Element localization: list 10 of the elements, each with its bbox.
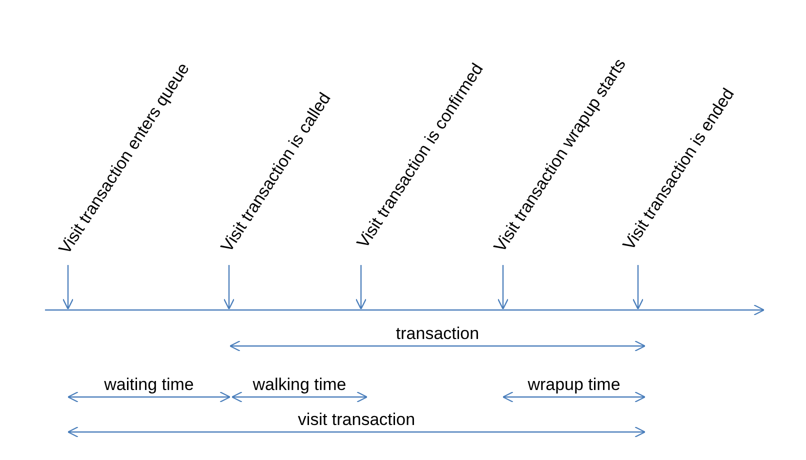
duration-label: waiting time: [104, 375, 194, 395]
duration-label: walking time: [252, 375, 346, 395]
arrow: [62, 265, 74, 310]
arrow: [632, 265, 644, 310]
duration-label: transaction: [396, 324, 480, 344]
arrow: [223, 265, 235, 310]
arrow: [497, 265, 509, 310]
duration-label: wrapup time: [528, 375, 620, 395]
duration-label: visit transaction: [298, 410, 416, 430]
arrow: [355, 265, 367, 310]
